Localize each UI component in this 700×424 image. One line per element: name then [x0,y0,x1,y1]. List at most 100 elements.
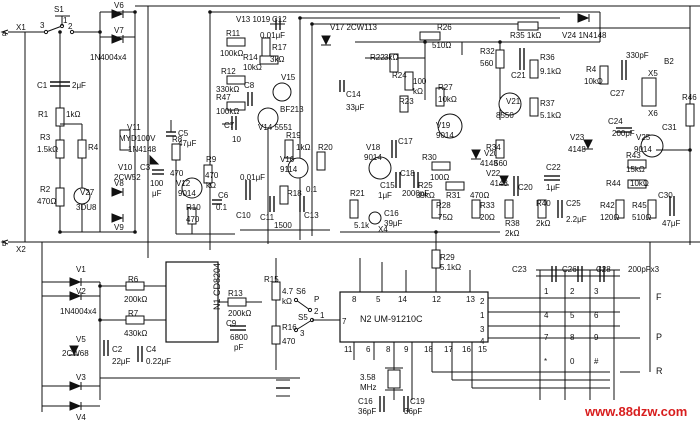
c12-label: C12 [272,15,287,24]
s1-pin1: 1 [63,16,68,25]
r26-label: R26 [437,23,452,32]
b2-label: B2 [664,57,674,66]
r19-label: R19 [286,131,301,140]
c21-label: C21 [511,71,526,80]
c18-value: 2000pF [402,189,429,198]
v5-type: 2CW68 [62,349,89,358]
x4-label: X4 [378,225,388,234]
c5-value: 47μF [178,139,197,148]
key-8: 8 [570,333,575,342]
c4-label: C4 [146,345,157,354]
v22-label: V22 [486,169,501,178]
v17-label: V17 2CW113 [330,23,378,32]
r22-label: R22 [370,53,385,62]
r45-label: R45 [632,201,647,210]
r9-unit: kΩ [206,181,216,190]
r31-label: R31 [446,191,461,200]
c19-label: C19 [410,397,425,406]
r45-value: 510Ω [632,213,651,222]
r6-value: 200kΩ [124,295,147,304]
key-9: 9 [594,333,599,342]
v24-label: V24 1N4148 [562,31,607,40]
c27-value: 330pF [626,51,649,60]
c28-label: C28 [596,265,611,274]
key-4: 4 [544,311,549,320]
s6-label: S6 [296,287,306,296]
r28-label: R28 [436,201,451,210]
v16-value: 9114 [280,165,298,174]
v22-value: 4148 [490,179,508,188]
v12-stage [171,143,235,235]
c13-label: C13 [304,211,319,220]
c5-label: C5 [178,129,189,138]
v25-value: 9014 [634,145,652,154]
lower-power [41,242,300,412]
c15-value: 1μF [378,191,392,200]
n2-pin17: 17 [444,345,453,354]
c11-value: 1500 [274,221,292,230]
watermark: www.88dzw.com [584,404,687,419]
v2-label: V2 [76,287,86,296]
s1-pin3: 3 [40,21,45,30]
n2-label: N2 UM-91210C [360,314,423,324]
r44-label: R44 [606,179,621,188]
c3-label: C3 [140,163,151,172]
r14-value: 10kΩ [243,63,262,72]
r12-value: 330kΩ [216,85,239,94]
c19-value: 36pF [404,407,422,416]
v27-type: 3DU8 [76,203,97,212]
v1-label: V1 [76,265,86,274]
c1-value: 2μF [72,81,86,90]
v15-type: BF213 [280,105,304,114]
junction-dots [58,10,692,322]
v27-label: V27 [80,188,95,197]
s1-pin2: 2 [68,22,73,31]
r7-label: R7 [128,309,139,318]
c6-label: C6 [218,191,229,200]
c9-unit: pF [234,343,243,352]
r35-label: R35 1kΩ [510,31,541,40]
v21-value: 8550 [496,111,514,120]
c10-value: 0.01μF [240,173,265,182]
crystal-unit: MHz [360,383,376,392]
output-stage [495,48,563,219]
ringer-output [583,60,695,219]
terminal-a-label: a [2,29,7,38]
r24-label: R24 [392,71,407,80]
n2-pin12: 12 [432,295,441,304]
r8-label: R8 [172,135,183,144]
c1-label: C1 [37,81,48,90]
c15-label: C15 [380,181,395,190]
v12-value: 9014 [178,189,196,198]
v10-type: 2CW52 [114,173,141,182]
v4-label: V4 [76,413,86,422]
v3-label: V3 [76,373,86,382]
v13-v14-stage [222,18,292,244]
r29-value: 5.1kΩ [440,263,461,272]
s5-pin3: 3 [300,329,305,338]
n2-pin18: 18 [424,345,433,354]
n2-pin1: 1 [480,311,485,320]
r15-label: R15 [264,275,279,284]
r11-value: 100kΩ [220,49,243,58]
r30-label: R30 [422,153,437,162]
r30-value: 100Ω [430,173,449,182]
r17-value: 3kΩ [270,55,284,64]
v18-value: 9014 [364,153,382,162]
r26-value: 510Ω [432,41,451,50]
v14-label: V14 5551 [258,123,293,132]
c16-label: C16 [358,397,373,406]
r43-value: 15kΩ [626,165,645,174]
r11-label: R11 [226,29,241,38]
switch-area [271,258,340,397]
v6-label: V6 [114,1,124,10]
r10-value: 470 [186,215,200,224]
r13-value: 200kΩ [228,309,251,318]
c25-value: 2.2μF [566,215,587,224]
c22-label: C22 [546,163,561,172]
c17-label: C17 [398,137,413,146]
r33-value: 20Ω [480,213,495,222]
n2-pin7: 7 [342,317,347,326]
r9-value: 470 [205,171,219,180]
